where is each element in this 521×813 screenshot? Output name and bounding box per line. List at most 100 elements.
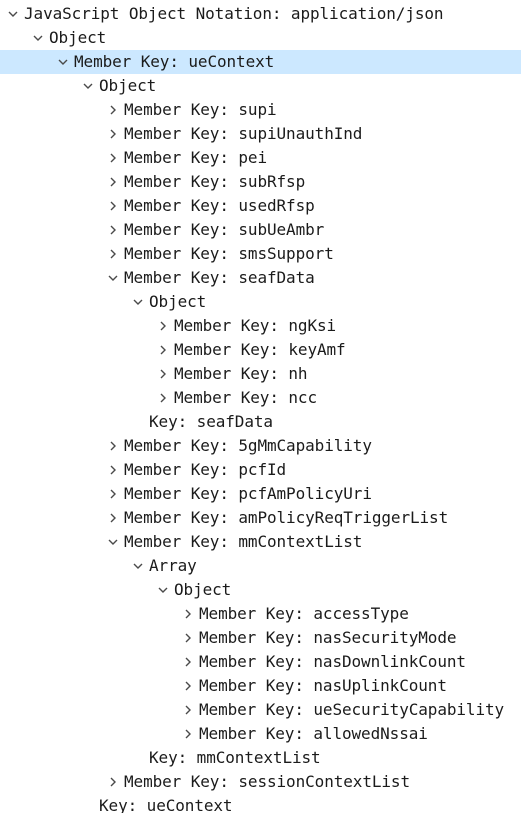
chevron-right-icon[interactable] (180, 722, 196, 746)
tree-row-label: Member Key: smsSupport (124, 244, 334, 263)
chevron-right-icon[interactable] (105, 770, 121, 794)
chevron-down-icon[interactable] (30, 26, 46, 50)
tree-row[interactable]: Member Key: pcfAmPolicyUri (0, 482, 521, 506)
tree-row[interactable]: Member Key: mmContextList (0, 530, 521, 554)
tree-row[interactable]: Member Key: amPolicyReqTriggerList (0, 506, 521, 530)
tree-row[interactable]: Member Key: usedRfsp (0, 194, 521, 218)
tree-row-label: Member Key: ueContext (74, 52, 275, 71)
chevron-right-icon[interactable] (105, 506, 121, 530)
chevron-right-icon[interactable] (105, 434, 121, 458)
tree-row[interactable]: Member Key: nasDownlinkCount (0, 650, 521, 674)
tree-row[interactable]: Member Key: ueSecurityCapability (0, 698, 521, 722)
tree-row-label: Member Key: nasDownlinkCount (199, 652, 466, 671)
chevron-right-icon[interactable] (180, 626, 196, 650)
tree-row[interactable]: Object (0, 578, 521, 602)
chevron-down-icon[interactable] (5, 2, 21, 26)
tree-row[interactable]: Member Key: keyAmf (0, 338, 521, 362)
tree-row[interactable]: Object (0, 26, 521, 50)
chevron-right-icon[interactable] (105, 122, 121, 146)
tree-row-label: Key: ueContext (99, 796, 233, 813)
tree-row[interactable]: Member Key: ncc (0, 386, 521, 410)
chevron-right-icon[interactable] (105, 242, 121, 266)
chevron-down-icon[interactable] (105, 530, 121, 554)
tree-row[interactable]: Object (0, 290, 521, 314)
tree-row[interactable]: Key: seafData (0, 410, 521, 434)
chevron-right-icon[interactable] (180, 602, 196, 626)
chevron-down-icon[interactable] (155, 578, 171, 602)
chevron-right-icon[interactable] (155, 338, 171, 362)
tree-row-label: Member Key: pei (124, 148, 267, 167)
tree-row-label: Key: seafData (149, 412, 273, 431)
tree-row[interactable]: Member Key: pei (0, 146, 521, 170)
chevron-right-icon[interactable] (105, 194, 121, 218)
tree-row[interactable]: JavaScript Object Notation: application/… (0, 2, 521, 26)
tree-row[interactable]: Member Key: accessType (0, 602, 521, 626)
chevron-right-icon[interactable] (180, 698, 196, 722)
chevron-right-icon[interactable] (105, 458, 121, 482)
chevron-right-icon[interactable] (105, 146, 121, 170)
chevron-down-icon[interactable] (80, 74, 96, 98)
tree-row[interactable]: Member Key: supi (0, 98, 521, 122)
tree-row[interactable]: Member Key: ueContext (0, 50, 521, 74)
tree-row-label: Member Key: seafData (124, 268, 315, 287)
tree-row-label: Member Key: mmContextList (124, 532, 363, 551)
chevron-right-icon[interactable] (105, 218, 121, 242)
tree-row-label: Object (149, 292, 207, 311)
tree-row-label: Member Key: ueSecurityCapability (199, 700, 505, 719)
tree-row[interactable]: Key: mmContextList (0, 746, 521, 770)
tree-row-label: Member Key: subUeAmbr (124, 220, 325, 239)
tree-row[interactable]: Member Key: pcfId (0, 458, 521, 482)
tree-row-label: Object (49, 28, 107, 47)
tree-row-label: Object (99, 76, 157, 95)
tree-row[interactable]: Member Key: nasSecurityMode (0, 626, 521, 650)
tree-row-label: Array (149, 556, 197, 575)
tree-row-label: Member Key: usedRfsp (124, 196, 315, 215)
chevron-down-icon[interactable] (130, 554, 146, 578)
chevron-down-icon[interactable] (130, 290, 146, 314)
tree-row-label: Member Key: amPolicyReqTriggerList (124, 508, 449, 527)
tree-row[interactable]: Member Key: nh (0, 362, 521, 386)
chevron-right-icon[interactable] (155, 314, 171, 338)
tree-row[interactable]: Member Key: supiUnauthInd (0, 122, 521, 146)
tree-row-label: Member Key: accessType (199, 604, 409, 623)
chevron-right-icon[interactable] (180, 650, 196, 674)
tree-row-label: Member Key: supi (124, 100, 277, 119)
tree-row[interactable]: Member Key: ngKsi (0, 314, 521, 338)
tree-row-label: JavaScript Object Notation: application/… (24, 4, 444, 23)
tree-row-label: Member Key: subRfsp (124, 172, 306, 191)
tree-row[interactable]: Member Key: 5gMmCapability (0, 434, 521, 458)
tree-row[interactable]: Member Key: seafData (0, 266, 521, 290)
chevron-right-icon[interactable] (105, 170, 121, 194)
tree-row[interactable]: Member Key: smsSupport (0, 242, 521, 266)
tree-row-label: Object (174, 580, 232, 599)
tree-row-label: Member Key: ncc (174, 388, 317, 407)
tree-row[interactable]: Member Key: subUeAmbr (0, 218, 521, 242)
tree-row-label: Member Key: ngKsi (174, 316, 337, 335)
tree-row-label: Member Key: sessionContextList (124, 772, 410, 791)
tree-row-label: Member Key: supiUnauthInd (124, 124, 363, 143)
chevron-down-icon[interactable] (55, 50, 71, 74)
tree-row-label: Member Key: allowedNssai (199, 724, 428, 743)
tree-row[interactable]: Object (0, 74, 521, 98)
tree-row[interactable]: Member Key: allowedNssai (0, 722, 521, 746)
tree-row-label: Member Key: pcfAmPolicyUri (124, 484, 372, 503)
tree-row-label: Member Key: nasSecurityMode (199, 628, 457, 647)
tree-row[interactable]: Array (0, 554, 521, 578)
tree-row-label: Member Key: pcfId (124, 460, 287, 479)
tree-row[interactable]: Key: ueContext (0, 794, 521, 813)
tree-row[interactable]: Member Key: nasUplinkCount (0, 674, 521, 698)
tree-row[interactable]: Member Key: sessionContextList (0, 770, 521, 794)
tree-row-label: Member Key: nh (174, 364, 308, 383)
tree-row-label: Member Key: 5gMmCapability (124, 436, 372, 455)
chevron-right-icon[interactable] (105, 98, 121, 122)
chevron-right-icon[interactable] (155, 386, 171, 410)
tree-row-label: Member Key: keyAmf (174, 340, 346, 359)
tree-row-label: Key: mmContextList (149, 748, 321, 767)
chevron-right-icon[interactable] (180, 674, 196, 698)
chevron-down-icon[interactable] (105, 266, 121, 290)
tree-row-label: Member Key: nasUplinkCount (199, 676, 447, 695)
chevron-right-icon[interactable] (105, 482, 121, 506)
chevron-right-icon[interactable] (155, 362, 171, 386)
tree-row[interactable]: Member Key: subRfsp (0, 170, 521, 194)
